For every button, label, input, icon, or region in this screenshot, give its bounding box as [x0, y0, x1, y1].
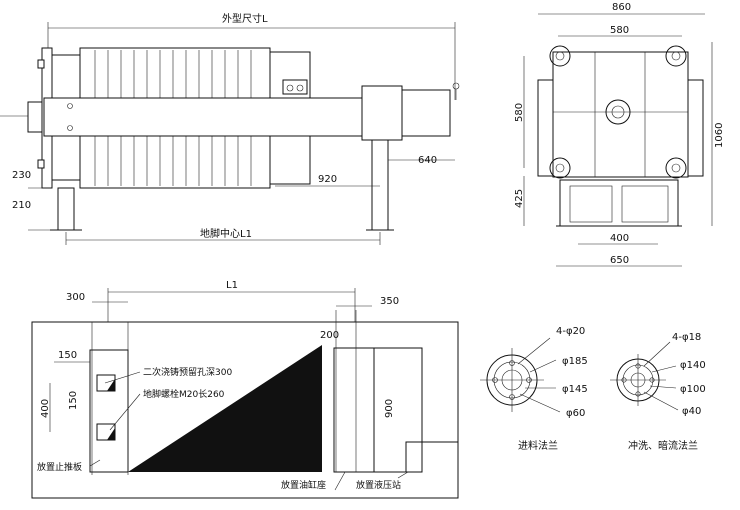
dim-200: 200: [320, 330, 339, 341]
dim-650: 650: [610, 255, 629, 266]
dim-860: 860: [612, 2, 631, 13]
label-hydraulic-station: 放置液压站: [356, 479, 401, 491]
feed-flange-d2: φ145: [562, 384, 588, 395]
feed-flange-d3: φ60: [566, 408, 585, 419]
dim-150-b: 150: [68, 391, 79, 410]
dim-920: 920: [318, 174, 337, 185]
dim-900: 900: [384, 399, 395, 418]
front-view: 外型尺寸L: [0, 12, 460, 245]
dim-l1: L1: [226, 280, 238, 291]
dim-580-left: 580: [514, 103, 525, 122]
dim-210: 210: [12, 200, 31, 211]
wash-flange-d2: φ100: [680, 384, 706, 395]
foundation-plan: L1 300 350 150 150 400 200 900: [31, 280, 459, 499]
wash-flange-d1: φ140: [680, 360, 706, 371]
feed-flange-caption: 进料法兰: [518, 439, 558, 452]
wash-flange-d3: φ40: [682, 406, 701, 417]
note-hole: 二次浇铸预留孔深300: [143, 366, 232, 378]
dim-400-plan: 400: [40, 399, 51, 418]
wash-flange-caption: 冲洗、暗流法兰: [628, 439, 698, 452]
sloped-channel: [128, 345, 322, 472]
dim-300: 300: [66, 292, 85, 303]
dim-640: 640: [418, 155, 437, 166]
feed-flange: 4-φ20 φ185 φ145 φ60 进料法兰: [480, 326, 588, 452]
dim-580-top: 580: [610, 25, 629, 36]
wash-flange: 4-φ18 φ140 φ100 φ40 冲洗、暗流法兰: [610, 332, 706, 452]
side-view: 860 580 1060 580 425 400: [514, 2, 725, 267]
feed-flange-d1: φ185: [562, 356, 588, 367]
dim-350: 350: [380, 296, 399, 307]
dim-400-side: 400: [610, 233, 629, 244]
label-cylinder-seat: 放置油缸座: [281, 479, 326, 491]
dim-1060: 1060: [714, 123, 725, 148]
dim-425: 425: [514, 189, 525, 208]
label-stop-plate: 放置止推板: [37, 461, 82, 473]
feed-flange-holes: 4-φ20: [556, 326, 585, 337]
foot-center-label: 地脚中心L1: [200, 227, 252, 240]
wash-flange-holes: 4-φ18: [672, 332, 701, 343]
note-bolt: 地脚螺栓M20长260: [143, 388, 225, 400]
dim-150-a: 150: [58, 350, 77, 361]
overall-length-label: 外型尺寸L: [222, 12, 268, 25]
dim-230: 230: [12, 170, 31, 181]
